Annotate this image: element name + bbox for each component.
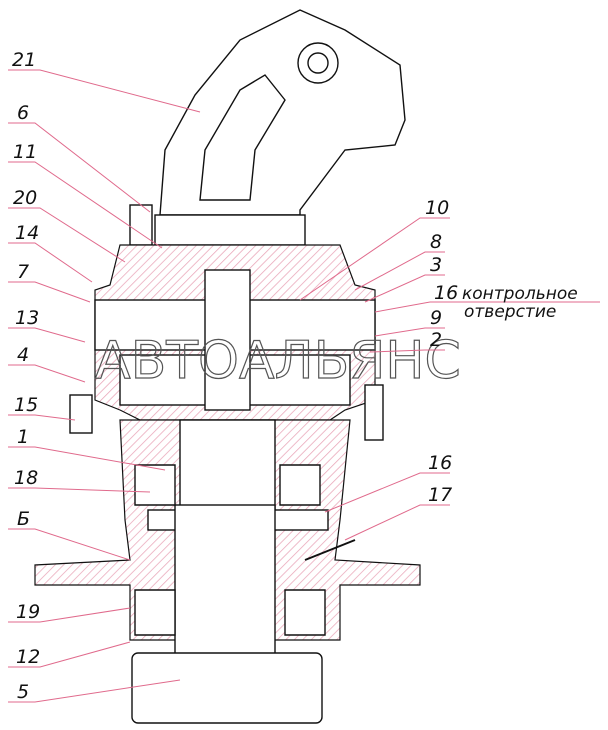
callout-b: Б xyxy=(17,508,30,530)
callout-13: 13 xyxy=(15,307,39,329)
control-hole-note-line1: контрольное xyxy=(462,284,578,304)
callout-21: 21 xyxy=(12,49,36,71)
callout-2: 2 xyxy=(430,329,442,351)
hub xyxy=(34,419,421,724)
callout-11: 11 xyxy=(13,141,37,163)
callout-14: 14 xyxy=(15,222,39,244)
callout-17: 17 xyxy=(428,484,452,506)
callout-12: 12 xyxy=(16,646,40,668)
upper-housing xyxy=(69,244,384,441)
callout-16-bottom: 16 xyxy=(428,452,452,474)
watermark: АВТОАЛЬЯНС xyxy=(95,331,461,391)
callout-6: 6 xyxy=(17,102,29,124)
hydraulic-motor xyxy=(129,9,406,246)
callout-4: 4 xyxy=(17,344,29,366)
callout-8: 8 xyxy=(430,231,442,253)
callout-5: 5 xyxy=(17,681,29,703)
callout-18: 18 xyxy=(14,467,38,489)
callout-16-top: 16 xyxy=(434,282,458,304)
callout-10: 10 xyxy=(425,197,449,219)
callout-9: 9 xyxy=(430,307,442,329)
callout-7: 7 xyxy=(17,261,29,283)
callout-15: 15 xyxy=(14,394,38,416)
callout-19: 19 xyxy=(16,601,40,623)
callout-20: 20 xyxy=(13,187,37,209)
control-hole-note-line2: отверстие xyxy=(464,302,556,322)
callout-1: 1 xyxy=(17,426,29,448)
callout-3: 3 xyxy=(430,254,442,276)
leader-lines xyxy=(8,69,600,703)
